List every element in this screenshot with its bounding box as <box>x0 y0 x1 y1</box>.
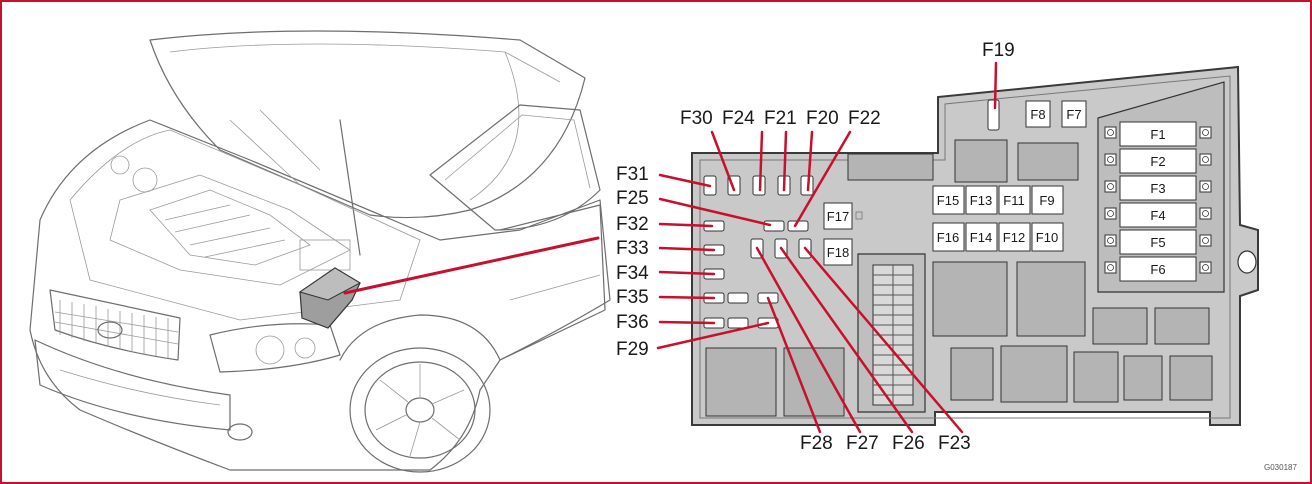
fuse-f16: F16 <box>937 230 959 245</box>
label-f25: F25 <box>616 188 649 209</box>
label-f32: F32 <box>616 214 649 235</box>
label-f21: F21 <box>764 108 797 129</box>
label-f24: F24 <box>722 108 755 129</box>
fuse-f3: F3 <box>1150 181 1165 196</box>
label-f29: F29 <box>616 339 649 360</box>
fuse-f6: F6 <box>1150 262 1165 277</box>
maxi-fuse-row <box>1104 121 1212 282</box>
fuse-f17: F17 <box>827 209 849 224</box>
label-f20: F20 <box>806 108 839 129</box>
fuse-f2: F2 <box>1150 154 1165 169</box>
label-f35: F35 <box>616 287 649 308</box>
fuse-f4: F4 <box>1150 208 1165 223</box>
fuse-f9: F9 <box>1039 193 1054 208</box>
fuse-f12: F12 <box>1003 230 1025 245</box>
label-f19: F19 <box>982 40 1015 61</box>
label-f36: F36 <box>616 312 649 333</box>
label-f28: F28 <box>800 433 833 454</box>
label-f34: F34 <box>616 263 649 284</box>
callout-leaders <box>656 61 998 434</box>
label-f22: F22 <box>848 108 881 129</box>
callout-labels: F19 F30 F24 F21 F20 F22 F31 F25 F32 F33 … <box>616 40 1015 454</box>
fuse-f8: F8 <box>1030 107 1045 122</box>
fuse-f11: F11 <box>1003 193 1024 208</box>
figure-code: G030187 <box>1264 463 1297 472</box>
label-f23: F23 <box>938 433 971 454</box>
fuse-f13: F13 <box>970 193 992 208</box>
label-f33: F33 <box>616 238 649 259</box>
label-f30: F30 <box>680 108 713 129</box>
connector-block <box>857 253 926 413</box>
fuse-f15: F15 <box>937 193 959 208</box>
fuse-f10: F10 <box>1036 230 1058 245</box>
fuse-f18: F18 <box>827 245 849 260</box>
box-location-leader <box>343 236 600 295</box>
fuse-labels: F8 F7 F1 F2 F3 F4 F5 F6 F15 F13 F11 F9 F… <box>827 107 1166 277</box>
fuse-f1: F1 <box>1150 127 1165 142</box>
label-f27: F27 <box>846 433 879 454</box>
fuse-f5: F5 <box>1150 235 1165 250</box>
car-illustration <box>29 30 611 473</box>
fuse-f14: F14 <box>970 230 992 245</box>
label-f31: F31 <box>616 164 649 185</box>
label-f26: F26 <box>892 433 925 454</box>
fuse-f7: F7 <box>1066 107 1081 122</box>
